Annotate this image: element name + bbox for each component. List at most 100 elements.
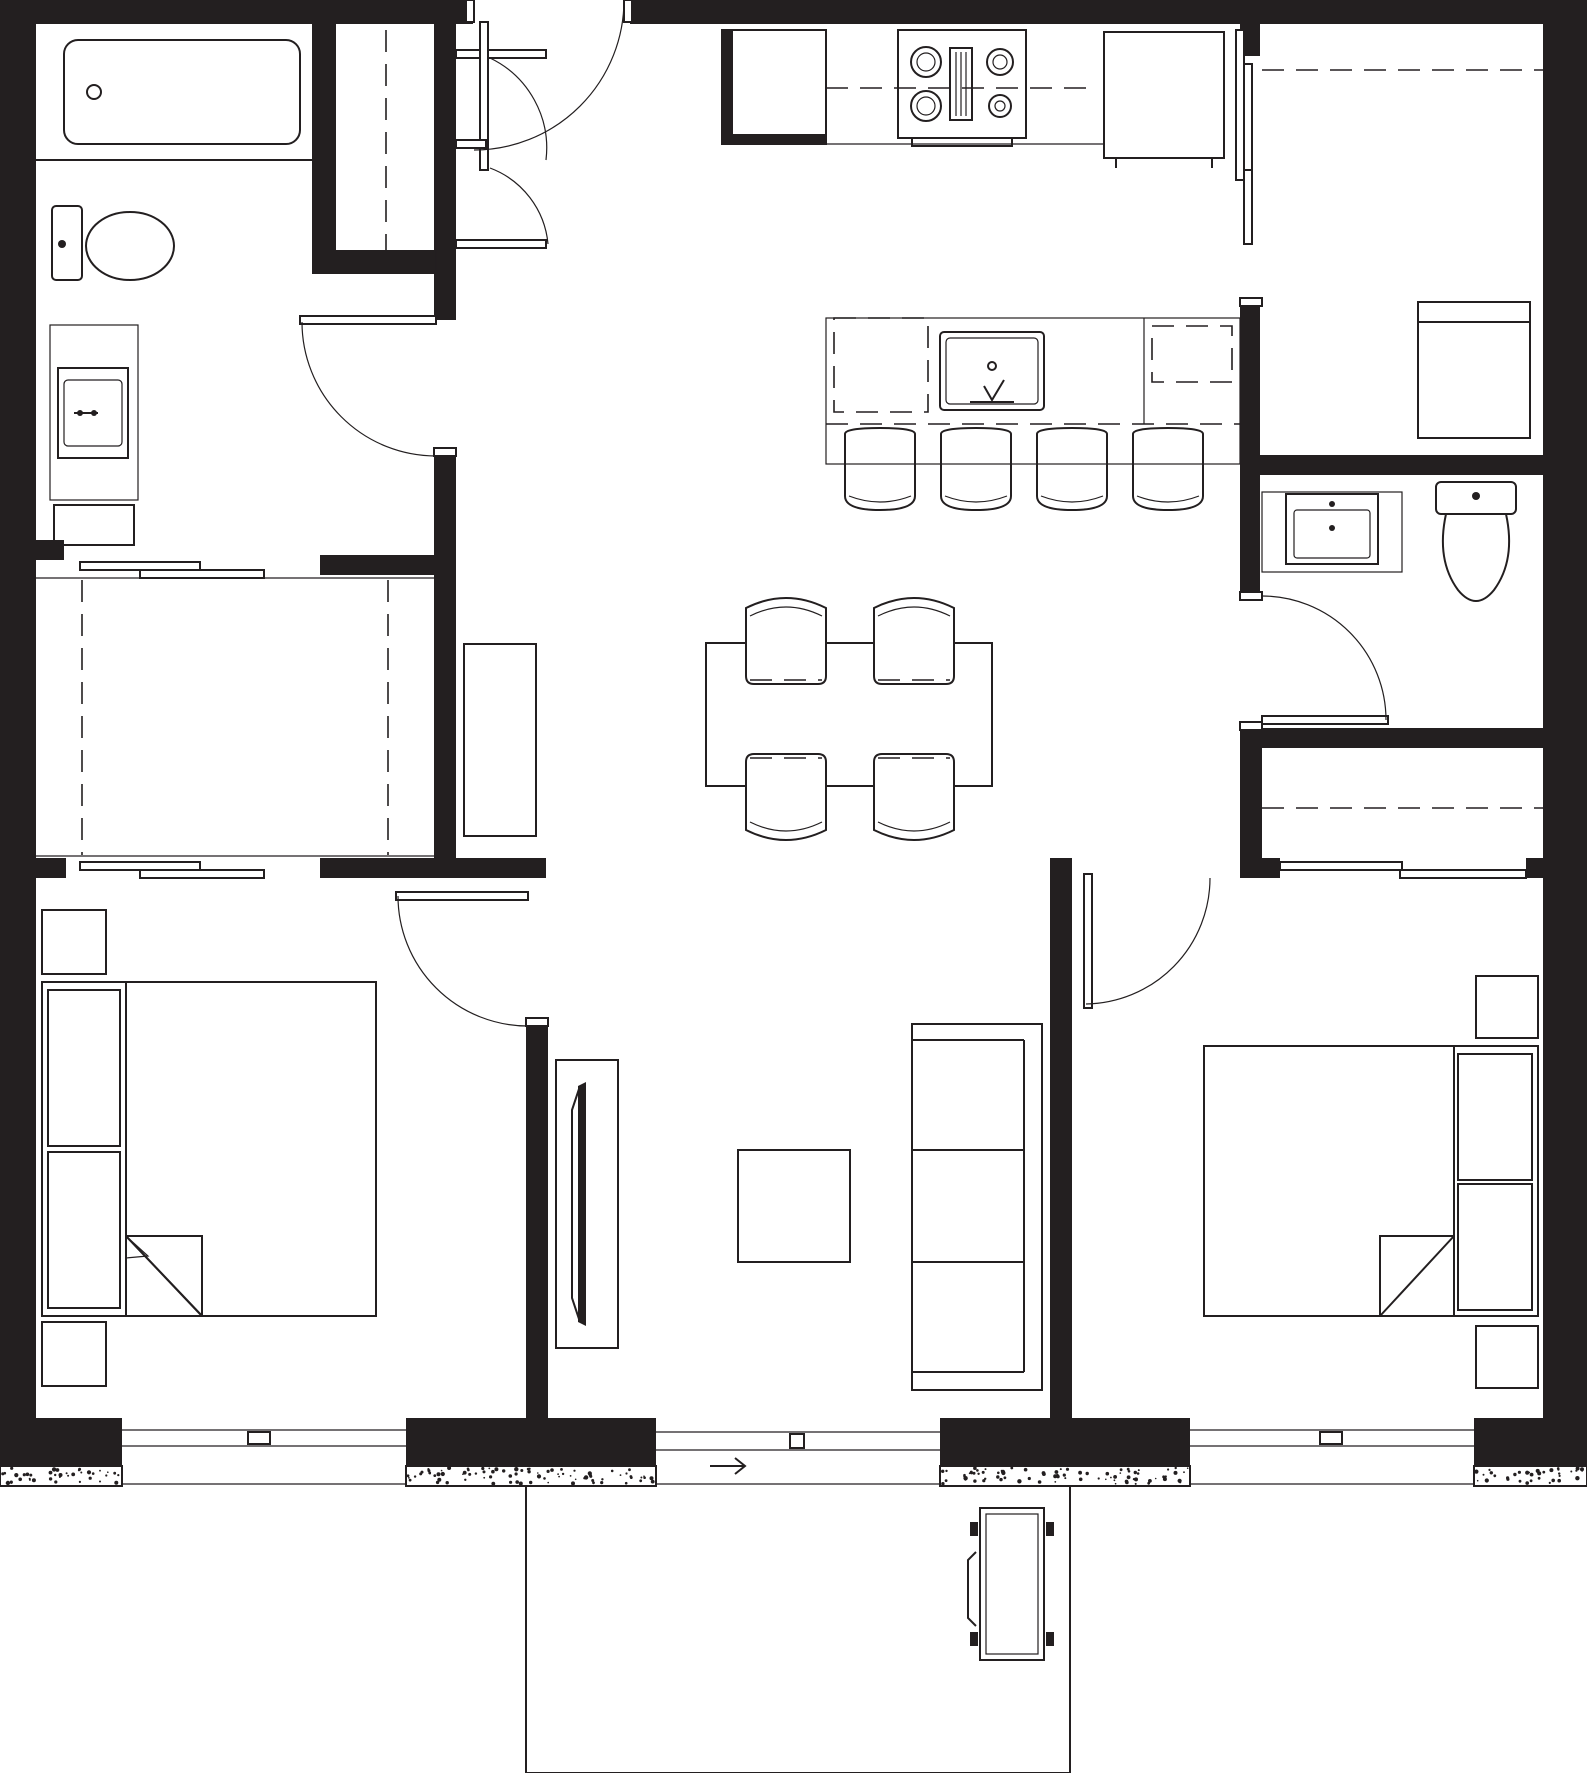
concrete-speckle [86,1470,92,1475]
concrete-speckle [28,1478,31,1481]
concrete-speckle [1476,1479,1479,1482]
concrete-speckle [984,1477,987,1481]
concrete-speckle [1529,1479,1533,1483]
concrete-speckle [1542,1470,1546,1474]
bar-stool [1132,426,1204,512]
concrete-speckle [508,1474,513,1478]
entry-door [465,0,633,151]
concrete-speckle [1000,1469,1003,1472]
concrete-speckle [970,1471,973,1475]
balcony [525,1486,1071,1773]
concrete-speckle [71,1472,76,1477]
concrete-speckle [1065,1467,1070,1471]
concrete-speckle [51,1467,57,1472]
concrete-speckle [406,1474,410,1478]
sofa [911,1023,1043,1391]
concrete-speckle [973,1479,977,1483]
concrete-speckle [1119,1468,1123,1472]
concrete-speckle [5,1480,11,1486]
concrete-speckle [640,1476,643,1479]
dining-chairs [745,597,955,841]
range [897,29,1027,147]
console-table [463,643,537,837]
concrete-speckle [58,1473,63,1477]
concrete-speckle [1558,1472,1561,1475]
concrete-speckle [1148,1479,1152,1483]
concrete-speckle [1137,1469,1140,1472]
concrete-speckle [1110,1476,1112,1479]
bar-stool [940,426,1012,512]
concrete-speckle [625,1472,628,1475]
concrete-speckle [1183,1471,1185,1474]
concrete-speckle [491,1481,496,1486]
concrete-speckle [107,1471,109,1473]
concrete-speckle [14,1473,19,1478]
concrete-speckle [624,1481,628,1485]
concrete-speckle [1518,1479,1522,1483]
concrete-speckle [77,1469,81,1472]
nightstand-2b [1475,1325,1539,1389]
concrete-speckle [1474,1469,1479,1474]
concrete-speckle [561,1472,565,1476]
concrete-speckle [31,1478,36,1483]
dining-chair [745,597,827,685]
concrete-speckle [468,1472,472,1476]
concrete-speckle [48,1477,53,1481]
concrete-speckle [1059,1468,1062,1471]
concrete-speckle [573,1469,576,1472]
concrete-speckle [55,1468,60,1472]
window-bedroom-1 [122,1429,406,1485]
washer-dryer [1417,301,1531,439]
concrete-speckle [1064,1477,1067,1480]
concrete-speckle [48,1470,53,1475]
concrete-speckle [527,1470,531,1474]
concrete-speckle [1548,1481,1551,1484]
exterior-band [0,1465,1587,1487]
concrete-speckle [494,1467,499,1472]
concrete-speckle [1054,1481,1057,1483]
concrete-speckle [1003,1476,1007,1480]
concrete-speckle [78,1480,81,1483]
concrete-speckle [1162,1475,1166,1479]
concrete-speckle [583,1475,589,1480]
concrete-speckle [650,1477,653,1480]
concrete-speckle [65,1472,68,1475]
concrete-speckle [941,1482,945,1486]
concrete-speckle [1056,1474,1060,1479]
concrete-speckle [105,1474,108,1477]
concrete-speckle [491,1469,495,1474]
concrete-speckle [1134,1477,1138,1482]
concrete-speckle [601,1478,604,1481]
concrete-speckle [639,1479,643,1483]
concrete-speckle [436,1472,441,1477]
concrete-speckle [1126,1467,1130,1471]
concrete-speckle [574,1478,577,1481]
concrete-speckle [1173,1470,1178,1475]
concrete-speckle [1113,1479,1116,1482]
concrete-speckle [643,1476,646,1479]
concrete-speckle [945,1469,948,1473]
concrete-speckle [464,1478,467,1482]
concrete-speckle [973,1466,977,1470]
concrete-speckle [977,1472,980,1476]
concrete-speckle [972,1471,976,1475]
concrete-speckle [88,1476,92,1480]
concrete-speckle [1179,1481,1182,1484]
concrete-speckle [996,1475,1000,1479]
concrete-speckle [1174,1466,1177,1470]
dining-chair [873,753,955,841]
concrete-speckle [413,1475,417,1478]
window-bedroom-2 [1190,1429,1474,1485]
concrete-speckle [537,1472,539,1474]
entry-closet [385,30,437,270]
concrete-speckle [1529,1472,1534,1477]
interior-walls [36,20,1543,1434]
exterior-walls [0,0,1587,1466]
toilet-1 [51,205,175,281]
refrigerator [721,29,827,145]
pantry-bifold [1235,29,1543,245]
entry-closet-bifold [455,21,549,249]
nightstand-2a [1475,975,1539,1039]
concrete-speckle [1558,1474,1561,1477]
bar-stool [1036,426,1108,512]
